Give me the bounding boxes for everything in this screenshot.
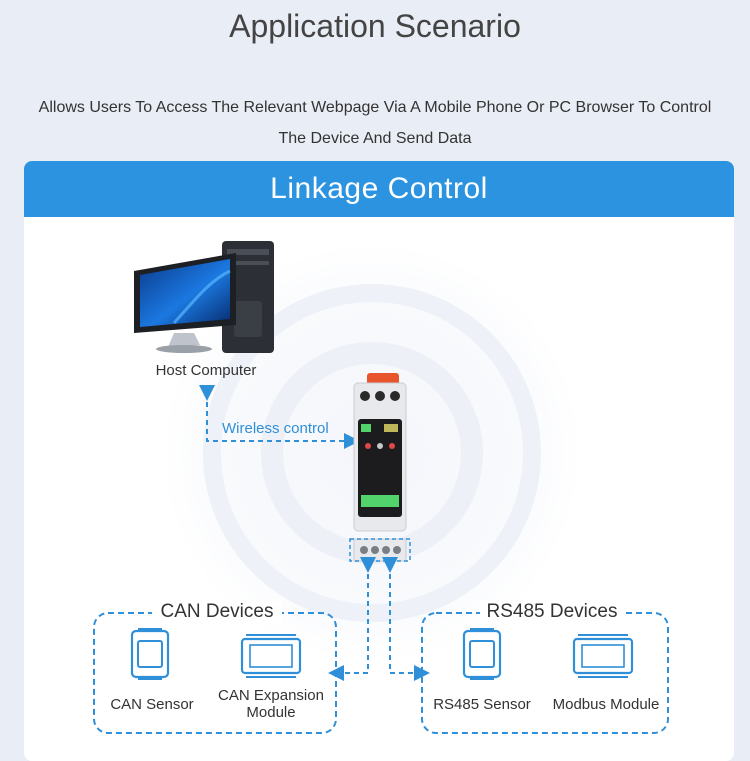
diagram-card: Linkage Control <box>24 161 734 761</box>
can-expansion-module-icon <box>240 634 302 678</box>
wireless-control-label: Wireless control <box>222 420 329 437</box>
host-computer-icon <box>134 241 274 353</box>
modbus-module-label: Modbus Module <box>552 696 660 713</box>
can-sensor-icon <box>130 628 170 680</box>
can-group-title: CAN Devices <box>152 601 282 623</box>
modbus-module-icon <box>572 634 634 678</box>
page-description-line-2: The Device And Send Data <box>278 130 472 147</box>
page-description-line-1: Allows Users To Access The Relevant Webp… <box>38 99 712 116</box>
rs485-sensor-icon <box>462 628 502 680</box>
host-computer-label: Host Computer <box>155 362 257 379</box>
rs485-sensor-label: RS485 Sensor <box>433 696 531 713</box>
can-group-box <box>93 612 337 734</box>
rs485-group-box <box>421 612 669 734</box>
rail-device-icon <box>349 373 411 562</box>
rs485-group-title: RS485 Devices <box>480 601 624 623</box>
diagram-art <box>93 241 669 734</box>
wireless-link-line <box>199 385 360 449</box>
page-title: Application Scenario <box>229 8 521 44</box>
can-link-line <box>328 557 376 681</box>
banner-title: Linkage Control <box>24 161 734 217</box>
can-expansion-module-label: CAN Expansion Module <box>218 687 324 721</box>
rs485-link-line <box>382 557 430 681</box>
can-sensor-label: CAN Sensor <box>110 696 194 713</box>
